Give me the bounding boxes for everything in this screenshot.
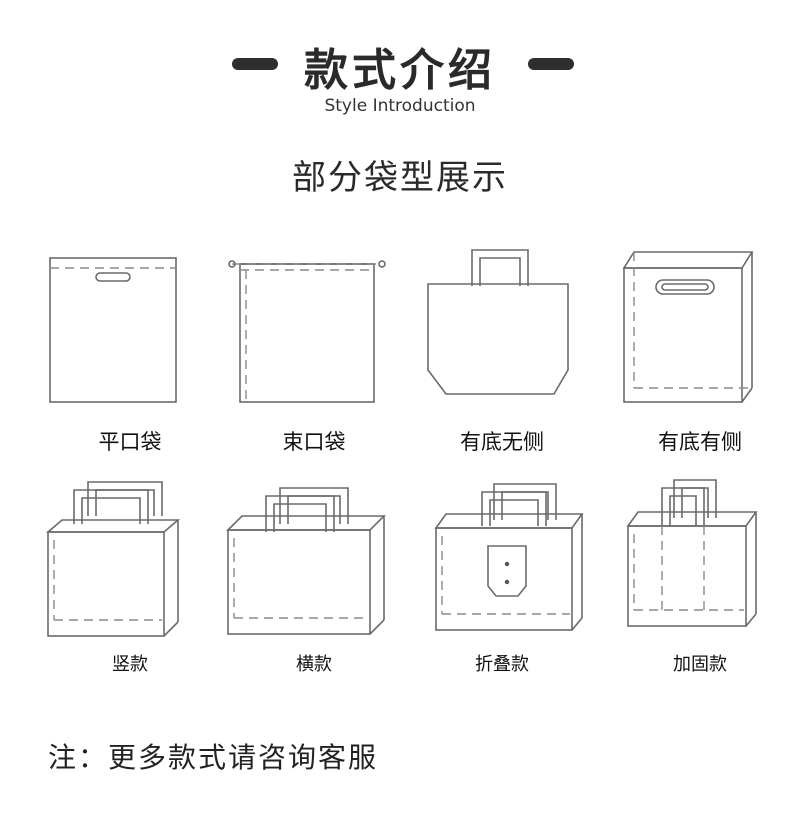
- bag-label: 竖款: [112, 654, 148, 675]
- bag-label: 横款: [296, 654, 332, 675]
- vertical-tote-icon: [45, 481, 181, 637]
- bag-card-horizontal: 横款: [222, 470, 406, 675]
- bag-label: 束口袋: [282, 430, 346, 454]
- bag-label: 有底有侧: [658, 430, 742, 454]
- bag-label: 加固款: [673, 654, 727, 675]
- bag-card-reinforced: 加固款: [608, 470, 792, 675]
- bag-card-bottom-no-side: 有底无侧: [410, 240, 594, 454]
- foldable-tote-icon: [434, 483, 584, 631]
- bag-card-vertical: 竖款: [38, 470, 222, 675]
- section-subtitle: 部分袋型展示: [292, 158, 508, 198]
- bag-label: 有底无侧: [460, 430, 544, 454]
- bottom-no-side-bag-icon: [427, 249, 569, 395]
- drawstring-bag-icon: [228, 260, 386, 403]
- flat-mouth-bag-icon: [49, 257, 177, 403]
- bag-card-drawstring: 束口袋: [222, 240, 406, 454]
- bag-card-foldable: 折叠款: [410, 470, 594, 675]
- section-header: 款式介绍 Style Introduction: [0, 30, 800, 120]
- section-title-english: Style Introduction: [324, 96, 476, 116]
- footer-note: 注：更多款式请咨询客服: [48, 741, 379, 774]
- bag-card-bottom-with-side: 有底有侧: [608, 240, 792, 454]
- reinforced-tote-icon: [626, 479, 758, 627]
- section-title: 款式介绍: [304, 45, 496, 96]
- bag-label: 折叠款: [475, 654, 529, 675]
- bag-label: 平口袋: [98, 430, 162, 454]
- bottom-with-side-bag-icon: [622, 251, 754, 403]
- horizontal-tote-icon: [226, 487, 386, 635]
- title-dash-left: [232, 58, 278, 70]
- bag-card-flat: 平口袋: [38, 240, 222, 454]
- title-dash-right: [528, 58, 574, 70]
